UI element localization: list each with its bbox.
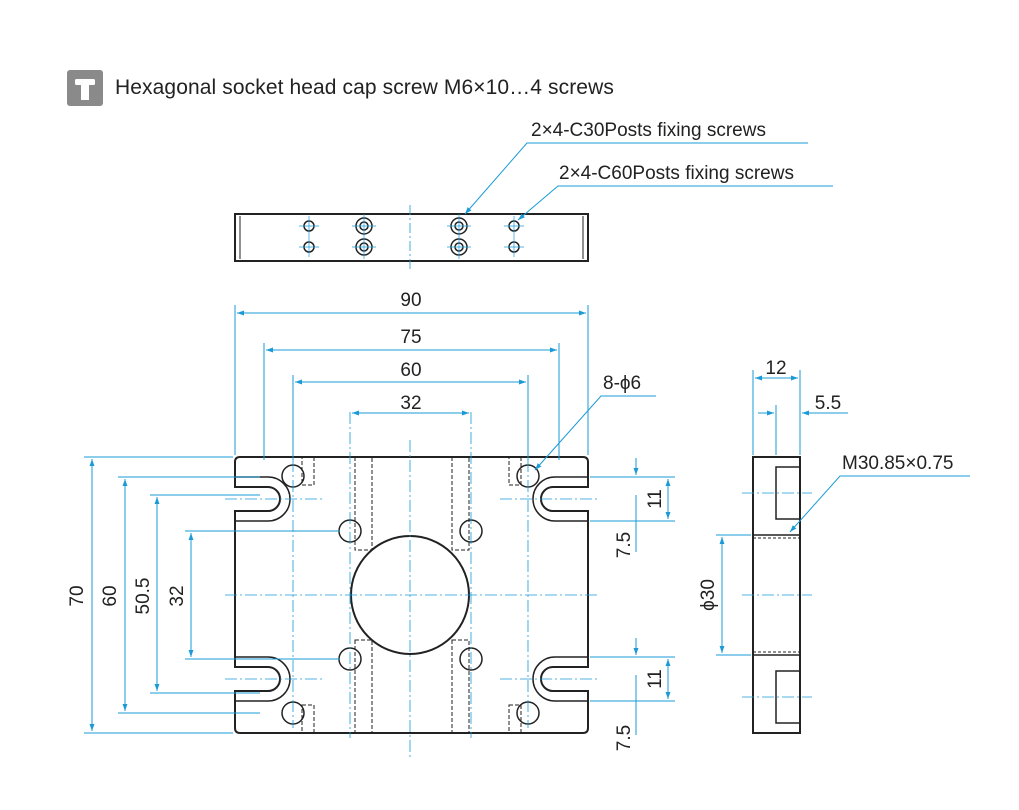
dim-60-vertical: 60 <box>100 585 121 606</box>
screw-icon <box>67 70 103 106</box>
dim-90: 90 <box>400 290 421 311</box>
side-view <box>742 456 812 734</box>
vertical-dimensions <box>84 456 340 734</box>
dim-75: 75 <box>400 327 421 348</box>
side-dimensions <box>716 370 848 656</box>
svg-text:2×4-C30Posts fixing screws: 2×4-C30Posts fixing screws <box>531 120 766 141</box>
dim-11-top: 11 <box>645 489 666 509</box>
c30-callout: 2×4-C30Posts fixing screws <box>464 120 808 215</box>
dim-50-5: 50.5 <box>133 578 154 615</box>
horizontal-dimensions <box>234 305 589 460</box>
dim-12: 12 <box>765 358 786 379</box>
c60-callout: 2×4-C60Posts fixing screws <box>517 163 833 221</box>
dim-7-5-bottom: 7.5 <box>614 725 635 751</box>
svg-text:2×4-C60Posts fixing screws: 2×4-C60Posts fixing screws <box>559 163 794 184</box>
slot-dimensions <box>590 458 675 735</box>
header: Hexagonal socket head cap screw M6×10…4 … <box>67 70 614 106</box>
dim-5-5: 5.5 <box>815 393 841 414</box>
thread-callout: M30.85×0.75 <box>789 453 970 533</box>
dim-32-horizontal: 32 <box>400 393 421 414</box>
holes-callout: 8-ϕ6 <box>534 373 656 471</box>
dim-60: 60 <box>400 360 421 381</box>
svg-text:8-ϕ6: 8-ϕ6 <box>603 373 641 394</box>
page-title: Hexagonal socket head cap screw M6×10…4 … <box>115 76 614 99</box>
top-view <box>234 205 589 270</box>
dim-32-vertical: 32 <box>167 585 188 606</box>
dim-7-5-top: 7.5 <box>614 532 635 558</box>
dim-phi30: ϕ30 <box>698 579 719 611</box>
dim-11-bottom: 11 <box>645 669 666 689</box>
front-view <box>225 380 600 760</box>
dim-70: 70 <box>67 585 88 606</box>
svg-text:M30.85×0.75: M30.85×0.75 <box>842 453 953 474</box>
